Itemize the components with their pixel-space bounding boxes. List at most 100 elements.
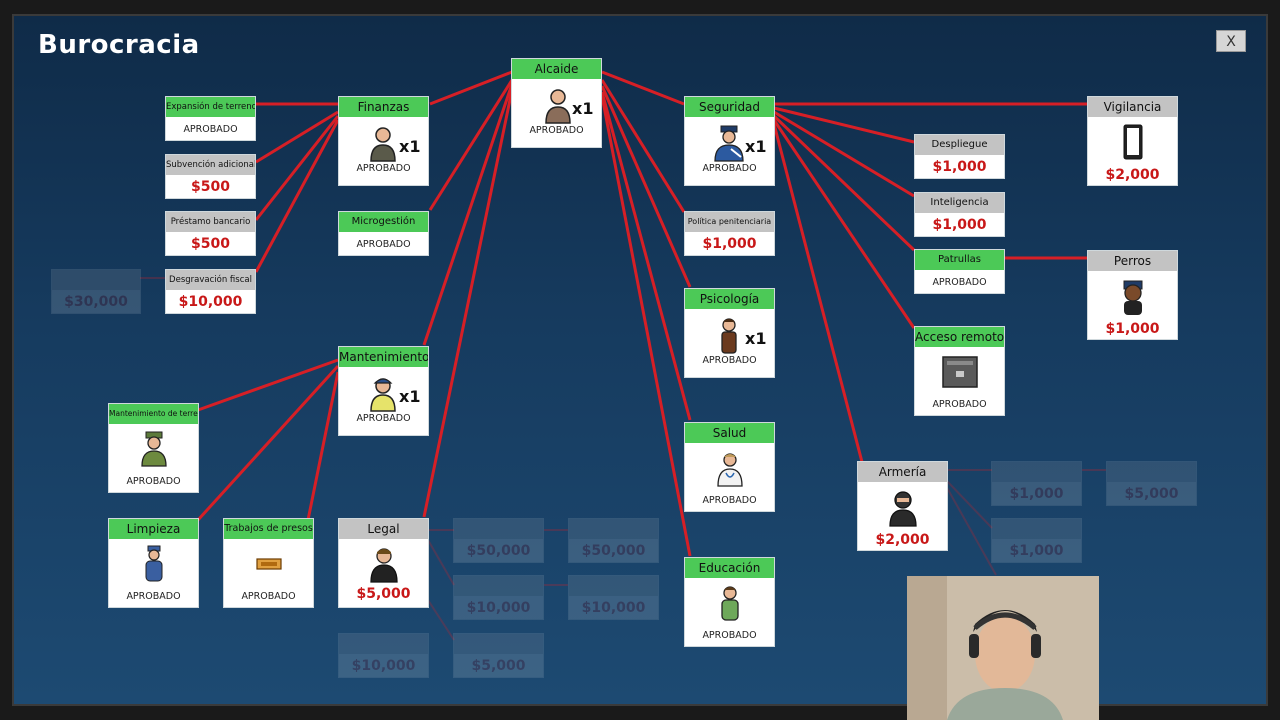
node-locked-legal-4: $10,000 [568,575,659,620]
node-label [454,634,543,654]
node-price: $5,000 [1124,486,1179,502]
node-status: APROBADO [702,630,757,641]
node-label: Alcaide [512,59,601,79]
node-price: $500 [191,179,230,195]
node-price: $10,000 [178,294,243,310]
node-alcaide[interactable]: Alcaide x1 APROBADO [511,58,602,148]
node-label: Psicología [685,289,774,309]
multiplier: x1 [745,329,767,348]
node-label: Perros [1088,251,1177,271]
multiplier: x1 [399,387,421,406]
node-status: APROBADO [356,413,411,424]
node-price: $30,000 [64,294,128,310]
node-locked-armory-2: $5,000 [1106,461,1197,506]
node-perros[interactable]: Perros $1,000 [1087,250,1178,340]
warden-icon [545,89,571,124]
node-seguridad[interactable]: Seguridad x1 APROBADO [684,96,775,186]
node-status: APROBADO [126,591,181,602]
webcam-overlay [907,576,1099,720]
node-label: Expansión de terrenos [166,97,255,117]
node-limpieza[interactable]: Limpieza APROBADO [108,518,199,608]
node-price: $5,000 [356,586,411,602]
node-educacion[interactable]: Educación APROBADO [684,557,775,647]
node-status: APROBADO [702,495,757,506]
node-expansion-terrenos[interactable]: Expansión de terrenos APROBADO [165,96,256,141]
streamer-image [907,576,1099,720]
node-price: $500 [191,236,230,252]
accountant-icon [370,127,396,162]
node-microgestion[interactable]: Microgestión APROBADO [338,211,429,256]
node-price: $1,000 [932,159,987,175]
node-label: Vigilancia [1088,97,1177,117]
node-status: APROBADO [529,125,584,136]
multiplier: x1 [399,137,421,156]
node-patrullas[interactable]: Patrullas APROBADO [914,249,1005,294]
node-salud[interactable]: Salud APROBADO [684,422,775,512]
node-label [1107,462,1196,482]
node-label: Inteligencia [915,193,1004,213]
node-status: APROBADO [356,163,411,174]
node-label [992,519,1081,539]
node-label: Microgestión [339,212,428,232]
lawyer-icon [369,548,398,583]
node-price: $50,000 [581,543,646,559]
close-button[interactable]: X [1216,30,1246,52]
node-acceso-remoto[interactable]: Acceso remoto APROBADO [914,326,1005,416]
doctor-icon [716,453,743,487]
node-mantenimiento[interactable]: Mantenimiento x1 APROBADO [338,346,429,436]
node-price: $2,000 [1105,167,1160,183]
guard-chief-icon [714,125,744,162]
node-label: Armería [858,462,947,482]
node-price: $2,000 [875,532,930,548]
node-psicologia[interactable]: Psicología x1 APROBADO [684,288,775,378]
node-label: Legal [339,519,428,539]
node-subvencion[interactable]: Subvención adicional $500 [165,154,256,199]
node-label: Despliegue [915,135,1004,155]
node-label: Acceso remoto [915,327,1004,347]
node-prestamo[interactable]: Préstamo bancario $500 [165,211,256,256]
node-price: $1,000 [1009,486,1064,502]
node-label [569,519,658,539]
teacher-icon [720,586,739,621]
node-label: Subvención adicional [166,155,255,175]
node-armeria[interactable]: Armería $2,000 [857,461,948,551]
multiplier: x1 [572,99,594,118]
node-mant-terrenos[interactable]: Mantenimiento de terrenos APROBADO [108,403,199,493]
node-price: $5,000 [471,658,526,674]
node-label: Educación [685,558,774,578]
node-label: Mantenimiento [339,347,428,367]
node-label [52,270,140,290]
node-status: APROBADO [932,277,987,288]
node-label: Seguridad [685,97,774,117]
node-label: Préstamo bancario [166,212,255,232]
node-price: $1,000 [1105,321,1160,337]
node-label [992,462,1081,482]
node-locked-finance: $30,000 [51,269,141,314]
node-label: Limpieza [109,519,198,539]
node-label [454,519,543,539]
psychologist-icon [721,318,737,354]
node-label: Mantenimiento de terrenos [109,404,198,424]
node-status: APROBADO [183,124,238,135]
node-locked-legal-3: $10,000 [453,575,544,620]
node-locked-legal-2: $50,000 [568,518,659,563]
node-status: APROBADO [702,355,757,366]
janitor-icon [145,545,162,582]
node-politica[interactable]: Política penitenciaria $1,000 [684,211,775,256]
page-title: Burocracia [38,30,200,60]
node-despliegue[interactable]: Despliegue $1,000 [914,134,1005,179]
node-desgravacion[interactable]: Desgravación fiscal $10,000 [165,269,256,314]
node-status: APROBADO [241,591,296,602]
workman-icon [370,378,396,412]
gardener-icon [140,431,167,467]
node-trabajos-presos[interactable]: Trabajos de presos APROBADO [223,518,314,608]
node-legal[interactable]: Legal $5,000 [338,518,429,608]
node-inteligencia[interactable]: Inteligencia $1,000 [914,192,1005,237]
node-finanzas[interactable]: Finanzas x1 APROBADO [338,96,429,186]
dog-handler-icon [1123,280,1142,315]
node-vigilancia[interactable]: Vigilancia $2,000 [1087,96,1178,186]
node-status: APROBADO [702,163,757,174]
node-status: APROBADO [932,399,987,410]
node-status: APROBADO [126,476,181,487]
